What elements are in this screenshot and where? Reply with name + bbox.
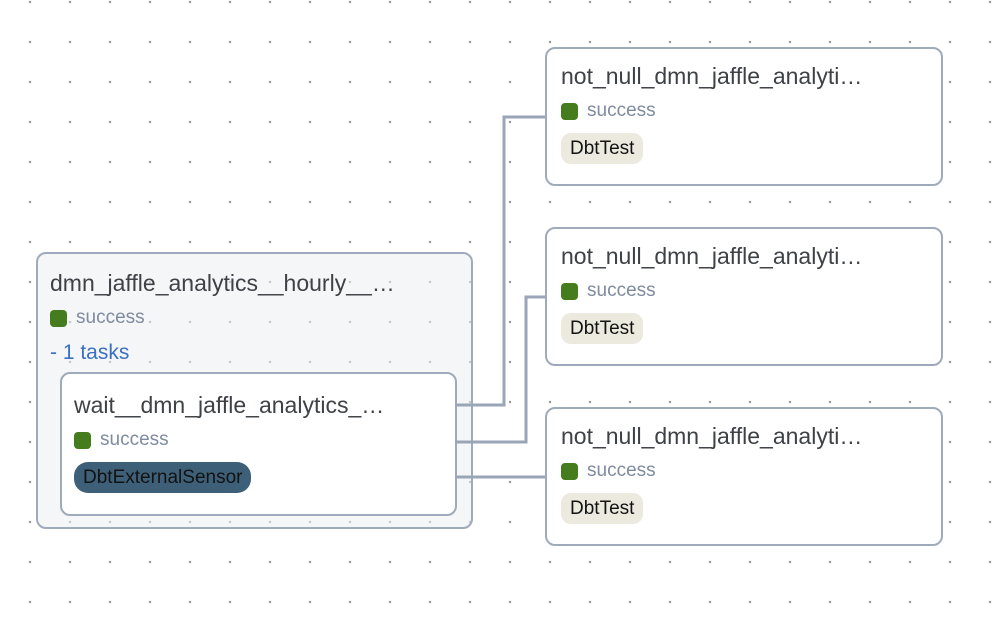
sensor-task-title: wait__dmn_jaffle_analytics_…: [74, 392, 385, 418]
task-group-status-row: success: [50, 307, 459, 329]
test-task-node-1[interactable]: not_null_dmn_jaffle_analyti… success Dbt…: [545, 47, 943, 186]
operator-badge-dbt-test: DbtTest: [561, 493, 644, 524]
success-status-icon: [74, 431, 91, 449]
test-task-node-2[interactable]: not_null_dmn_jaffle_analyti… success Dbt…: [545, 227, 943, 366]
test-task-status-label: success: [587, 280, 656, 301]
task-group-node[interactable]: dmn_jaffle_analytics__hourly__… success …: [36, 252, 473, 529]
test-task-node-3[interactable]: not_null_dmn_jaffle_analyti… success Dbt…: [545, 407, 943, 546]
operator-badge-dbt-test: DbtTest: [561, 313, 644, 344]
test-task-title: not_null_dmn_jaffle_analyti…: [561, 423, 863, 449]
test-task-status-row: success: [561, 460, 927, 482]
test-task-status-label: success: [587, 460, 656, 481]
sensor-task-node[interactable]: wait__dmn_jaffle_analytics_… success Dbt…: [60, 372, 457, 516]
success-status-icon: [561, 282, 578, 300]
test-task-status-label: success: [587, 100, 656, 121]
sensor-task-status-label: success: [100, 429, 169, 450]
success-status-icon: [561, 102, 578, 120]
collapse-tasks-toggle[interactable]: - 1 tasks: [50, 341, 130, 364]
test-task-status-row: success: [561, 100, 927, 122]
test-task-title: not_null_dmn_jaffle_analyti…: [561, 63, 863, 89]
success-status-icon: [561, 462, 578, 480]
operator-badge-dbt-test: DbtTest: [561, 133, 644, 164]
task-group-title: dmn_jaffle_analytics__hourly__…: [50, 270, 395, 296]
task-group-status-label: success: [76, 307, 145, 328]
test-task-title: not_null_dmn_jaffle_analyti…: [561, 243, 863, 269]
sensor-task-status-row: success: [74, 429, 443, 451]
success-status-icon: [50, 309, 67, 327]
operator-badge-dbt-external-sensor: DbtExternalSensor: [74, 462, 252, 493]
test-task-status-row: success: [561, 280, 927, 302]
